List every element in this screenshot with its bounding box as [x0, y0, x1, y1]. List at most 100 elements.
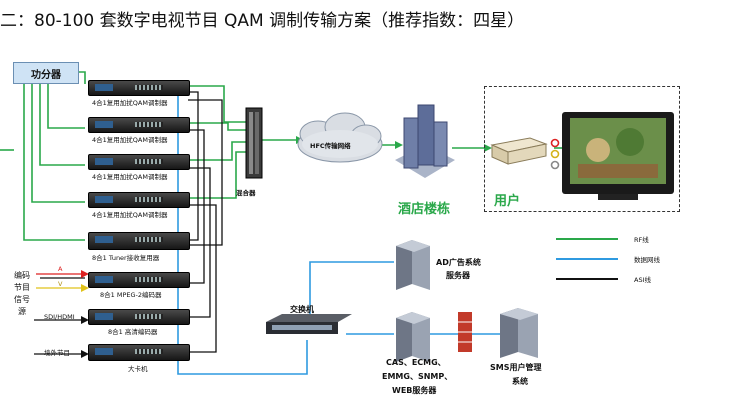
mixer-icon: [245, 107, 263, 179]
rf-line: [23, 83, 85, 241]
arrow-head: [81, 350, 89, 358]
asi-line: [188, 91, 199, 241]
switch-label: 交换机: [290, 305, 314, 314]
arrow-head: [81, 270, 89, 278]
stb-side: [507, 143, 547, 165]
qam-modulator-device: [88, 192, 190, 208]
arrow-head: [395, 141, 403, 149]
building-tower: [433, 121, 448, 167]
mixer-body: [245, 107, 263, 179]
asi-line: [188, 99, 223, 246]
av-connector-icon: [550, 138, 560, 170]
ad-server-label-line: AD广告系统: [436, 258, 481, 267]
arrow-head: [81, 284, 89, 292]
source-label-line: 编码: [14, 271, 30, 280]
legend-data-label: 数据网线: [634, 256, 660, 264]
rf-line: [47, 83, 85, 129]
server-side: [412, 240, 430, 290]
server-side: [518, 308, 538, 358]
server-front: [396, 240, 412, 290]
switch-ports: [272, 325, 332, 330]
cas-server-label-line: CAS、ECMG、: [386, 358, 446, 367]
building-tower: [417, 104, 435, 166]
server-front: [396, 312, 412, 362]
mpeg-encoder-device: [88, 272, 190, 288]
rf-line: [39, 83, 85, 166]
qam-modulator-device: [88, 154, 190, 170]
server-top: [396, 312, 430, 324]
legend-data-line: [556, 258, 618, 260]
source-label-line: 节目: [14, 283, 30, 292]
page-title: 二：80-100 套数字电视节目 QAM 调制传输方案（推荐指数：四星）: [0, 11, 525, 31]
mixer-label: 混合器: [236, 189, 256, 197]
rf-line: [188, 122, 246, 131]
cas-server-label-line: EMMG、SNMP、: [382, 372, 453, 381]
connector-yellow: [550, 149, 560, 159]
mixer-port-strip: [249, 112, 253, 174]
rf-lines: [0, 71, 566, 241]
splitter-box: 功分器: [13, 62, 79, 84]
switch-icon: [266, 314, 352, 334]
ad-server-label-line: 服务器: [446, 271, 470, 280]
asi-lines: [34, 91, 223, 355]
rf-line: [188, 151, 246, 199]
a-signal-label: A: [58, 265, 63, 273]
qam-modulator-label: 4合1复用加扰QAM调制器: [92, 136, 168, 144]
arrow-head: [484, 144, 492, 152]
set-top-box-icon: [490, 137, 548, 165]
source-label-line: 信号: [14, 295, 30, 304]
tv-screen-detail: [578, 164, 658, 178]
hd-encoder-device: [88, 309, 190, 325]
building-tower: [403, 117, 419, 169]
connector-red: [550, 138, 560, 148]
legend-rf-line: [556, 238, 618, 240]
ad-server-icon: [396, 240, 430, 290]
server-side: [412, 312, 430, 362]
tuner-device: [88, 232, 190, 250]
tuner-label: 8合1 Tuner接收复用器: [92, 254, 160, 262]
tv-icon: [562, 112, 674, 200]
cas-server-label-line: WEB服务器: [392, 386, 437, 395]
sms-label-line: SMS用户管理: [490, 363, 542, 372]
data-line: [309, 261, 394, 318]
foreign-program-label: 境外节目: [44, 349, 70, 357]
cloud-center: [302, 130, 378, 158]
hotel-label: 酒店楼栋: [398, 202, 451, 217]
hfc-label: HFC传输网络: [310, 142, 351, 150]
asi-line: [188, 167, 211, 318]
arrow-heads: [81, 136, 574, 358]
rf-line: [188, 85, 246, 123]
mpeg-encoder-label: 8合1 MPEG-2编码器: [100, 291, 162, 299]
hd-encoder-label: 8合1 高清编码器: [108, 328, 158, 336]
server-top: [500, 308, 538, 320]
big-card-label: 大卡机: [128, 365, 148, 373]
tv-stand: [598, 194, 638, 200]
sms-label-line: 系统: [512, 377, 528, 386]
user-label: 用户: [494, 194, 521, 209]
tv-screen-detail: [586, 138, 610, 162]
arrow-head: [81, 316, 89, 324]
user-area-box: [484, 86, 680, 212]
qam-modulator-label: 4合1复用加扰QAM调制器: [92, 173, 168, 181]
sms-server-icon: [500, 308, 538, 358]
rf-line: [188, 141, 246, 161]
rf-line: [77, 71, 86, 84]
rf-line: [31, 83, 85, 203]
qam-modulator-device: [88, 80, 190, 96]
asi-line: [188, 129, 205, 284]
server-top: [396, 240, 430, 252]
legend-asi-line: [556, 278, 618, 280]
server-front: [500, 308, 518, 358]
connector-white: [550, 160, 560, 170]
qam-modulator-label: 4合1复用加扰QAM调制器: [92, 99, 168, 107]
legend-rf-label: RF线: [634, 236, 649, 244]
firewall-icon: [458, 312, 472, 352]
hotel-buildings-icon: [395, 104, 455, 178]
big-card-device: [88, 344, 190, 361]
source-label-line: 源: [18, 307, 26, 316]
v-signal-label: V: [58, 280, 63, 288]
asi-line: [188, 204, 217, 353]
tv-screen-detail: [616, 128, 644, 156]
